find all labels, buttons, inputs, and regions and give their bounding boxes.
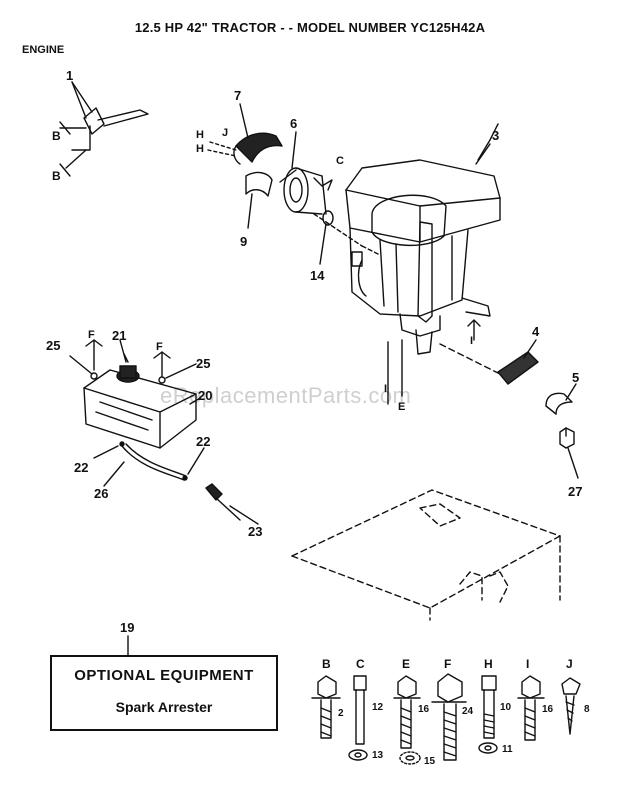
callout-7: 7: [234, 88, 241, 103]
hardware-bolt-e: [393, 675, 421, 749]
part-23-filter: [205, 483, 223, 501]
ref-letter-b-lower: B: [52, 169, 61, 183]
hardware-qty-i: 16: [542, 704, 554, 715]
hardware-screw-j: [561, 677, 581, 735]
section-label: ENGINE: [22, 44, 65, 56]
part-1-throttle-control: [59, 81, 149, 177]
part-26-fuel-line: [119, 441, 188, 481]
callout-25-right: 25: [196, 356, 210, 371]
part-21-fuel-cap: [116, 353, 140, 383]
part-5-elbow: [545, 392, 573, 415]
watermark: eReplacementParts.com: [160, 383, 412, 408]
callout-20: 20: [198, 388, 212, 403]
washer-qty-13: 13: [372, 750, 384, 761]
page-title: 12.5 HP 42" TRACTOR - - MODEL NUMBER YC1…: [134, 20, 486, 35]
hardware-letter-c: C: [356, 657, 365, 671]
callout-27: 27: [568, 484, 582, 499]
ref-letter-e: E: [398, 401, 405, 413]
hardware-letter-f: F: [444, 657, 451, 671]
hardware-qty-e: 16: [418, 704, 430, 715]
hardware-qty-c: 12: [372, 702, 384, 713]
hardware-letter-h: H: [484, 657, 493, 671]
callout-9: 9: [240, 234, 247, 249]
callout-4: 4: [532, 324, 540, 339]
hardware-washer-13: [348, 749, 368, 761]
part-6-air-filter: [279, 167, 327, 215]
tractor-frame-outline: [291, 489, 561, 621]
hardware-letter-b: B: [322, 657, 331, 671]
washer-qty-11: 11: [502, 744, 513, 755]
ref-letter-c: C: [336, 155, 344, 167]
hardware-bolt-c: [353, 675, 367, 745]
hardware-letter-e: E: [402, 657, 410, 671]
callout-3: 3: [492, 128, 499, 143]
hardware-bolt-f: [431, 673, 467, 761]
callout-26: 26: [94, 486, 108, 501]
part-20-fuel-tank: [83, 369, 197, 449]
ref-letter-h-lower: H: [196, 143, 204, 155]
callout-22-right: 22: [196, 434, 210, 449]
part-25-bushings: [85, 339, 171, 384]
part-27-nut: [559, 427, 575, 449]
part-4-muffler-pipe: [497, 351, 539, 385]
hardware-letter-j: J: [566, 657, 573, 671]
hardware-letter-i: I: [526, 657, 529, 671]
callout-5: 5: [572, 370, 579, 385]
callout-19: 19: [120, 620, 134, 635]
ref-letter-i-lower: I: [384, 383, 387, 395]
hardware-qty-h: 10: [500, 702, 512, 713]
hardware-bolt-b: [311, 675, 341, 739]
hardware-qty-b: 2: [338, 708, 344, 719]
part-9-shield: [245, 171, 273, 197]
hardware-bolt-h: [481, 675, 497, 739]
hardware-bolt-i: [517, 675, 545, 741]
optional-equipment-item: Spark Arrester: [115, 699, 213, 715]
ref-letter-h-upper: H: [196, 129, 204, 141]
callout-22-left: 22: [74, 460, 88, 475]
part-7-intake-elbow: [207, 132, 283, 165]
hardware-lockwasher-15: [399, 751, 421, 765]
hardware-qty-j: 8: [584, 704, 590, 715]
ref-letter-f-right: F: [156, 341, 163, 353]
hardware-washer-11: [478, 742, 498, 754]
optional-equipment-heading: OPTIONAL EQUIPMENT: [74, 667, 254, 684]
part-14-fitting: [313, 210, 363, 247]
ref-letter-f-left: F: [88, 329, 95, 341]
hardware-qty-f: 24: [462, 706, 474, 717]
optional-equipment-box: OPTIONAL EQUIPMENT Spark Arrester: [50, 655, 278, 731]
callout-21: 21: [112, 328, 126, 343]
ref-letter-b-upper: B: [52, 129, 61, 143]
callout-6: 6: [290, 116, 297, 131]
ref-letter-j: J: [222, 127, 228, 139]
callout-23: 23: [248, 524, 262, 539]
part-3-engine: [345, 123, 501, 355]
callout-25-left: 25: [46, 338, 60, 353]
ref-letter-i-right: I: [470, 335, 473, 347]
callout-14: 14: [310, 268, 325, 283]
washer-qty-15: 15: [424, 756, 436, 767]
callout-1: 1: [66, 68, 73, 83]
